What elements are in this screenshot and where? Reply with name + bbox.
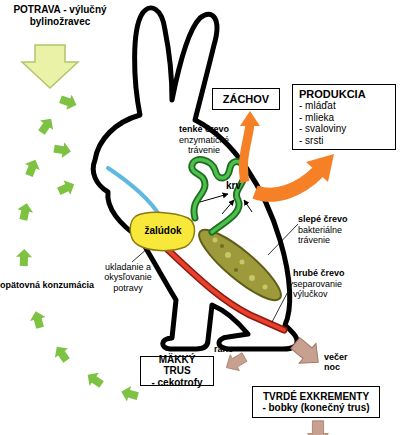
food-label: POTRAVA - výlučný bylinožravec bbox=[0, 4, 120, 27]
maintenance-arrow bbox=[243, 124, 250, 182]
organ-name: slepé črevo bbox=[298, 214, 388, 224]
rabbit-outline bbox=[93, 8, 297, 349]
cycle-arrow bbox=[16, 202, 35, 222]
maintenance-box: ZÁCHOV bbox=[212, 88, 280, 110]
leader-line bbox=[268, 224, 298, 255]
absorption-arrow bbox=[244, 200, 252, 212]
small-intestine-outline bbox=[192, 160, 245, 232]
organ-function: bakteriálne trávenie bbox=[298, 225, 360, 246]
caecum-spot bbox=[213, 238, 218, 243]
stomach-function: ukladanie a okysľovanie potravy bbox=[92, 262, 164, 293]
faeces-arrow bbox=[287, 333, 327, 372]
maintenance-arrow-head bbox=[240, 111, 260, 126]
box-heading: žalúdok bbox=[132, 225, 194, 237]
cycle-arrow bbox=[119, 384, 140, 404]
caecum-spot bbox=[220, 244, 224, 248]
box-heading: MÄKKÝ TRUS bbox=[144, 354, 210, 377]
production-box: PRODUKCIA- mláďat- mlieka- svaloviny- sr… bbox=[292, 84, 396, 150]
organ-function: separovanie výlučkov bbox=[293, 279, 363, 300]
box-text: - svaloviny bbox=[299, 123, 389, 135]
stomach-organ: žalúdok bbox=[128, 210, 198, 252]
organ-name: tenké črevo bbox=[168, 124, 240, 134]
caecum-spot bbox=[240, 260, 245, 265]
cycle-arrow bbox=[28, 309, 48, 330]
organ-function: enzymatické trávenie bbox=[168, 135, 240, 156]
box-text: - bobky (konečný trus) bbox=[256, 402, 376, 414]
caecum-spot bbox=[225, 252, 231, 258]
faeces-arrow bbox=[308, 421, 329, 435]
caecum-spot bbox=[263, 285, 268, 290]
box-heading: ZÁCHOV bbox=[216, 93, 276, 106]
cycle-label: opätovná konzumácia bbox=[0, 280, 104, 290]
time-label: ráno bbox=[214, 344, 244, 354]
cycle-arrow bbox=[83, 368, 106, 391]
organ-outline bbox=[130, 212, 194, 250]
small-intestine bbox=[192, 160, 245, 232]
box-heading: TVRDÉ EXKREMENTY bbox=[256, 391, 376, 403]
time-label: večer noc bbox=[324, 352, 360, 373]
cycle-arrow bbox=[55, 177, 77, 199]
box-text: - srsti bbox=[299, 135, 389, 147]
cycle-arrow bbox=[50, 342, 73, 365]
box-text: - cekotrofy bbox=[144, 377, 210, 389]
cycle-arrow bbox=[58, 92, 79, 113]
blood-label: krv bbox=[226, 180, 252, 192]
leader-line bbox=[132, 248, 148, 262]
production-arrow bbox=[255, 172, 318, 195]
cycle-arrow bbox=[16, 249, 33, 267]
esophagus bbox=[108, 168, 160, 216]
absorption-arrow bbox=[200, 194, 228, 202]
food-arrow bbox=[22, 45, 78, 88]
caecum-spot bbox=[234, 268, 238, 272]
absorption-arrow bbox=[222, 200, 234, 214]
caecum-spot bbox=[249, 275, 255, 281]
leader-line bbox=[272, 282, 293, 322]
box-text: - mláďat bbox=[299, 100, 389, 112]
cycle-arrow bbox=[22, 157, 43, 179]
hard-faeces-box: TVRDÉ EXKREMENTY- bobky (konečný trus) bbox=[252, 386, 380, 418]
cycle-arrow bbox=[53, 141, 73, 160]
production-arrow-head bbox=[306, 154, 334, 182]
cycle-arrow bbox=[35, 114, 58, 137]
caecum bbox=[191, 221, 289, 309]
box-heading: PRODUKCIA bbox=[299, 88, 389, 101]
box-text: - mlieka bbox=[299, 112, 389, 124]
soft-faeces-box: MÄKKÝ TRUS- cekotrofy bbox=[140, 356, 214, 386]
organ-name: hrubé črevo bbox=[293, 268, 383, 278]
